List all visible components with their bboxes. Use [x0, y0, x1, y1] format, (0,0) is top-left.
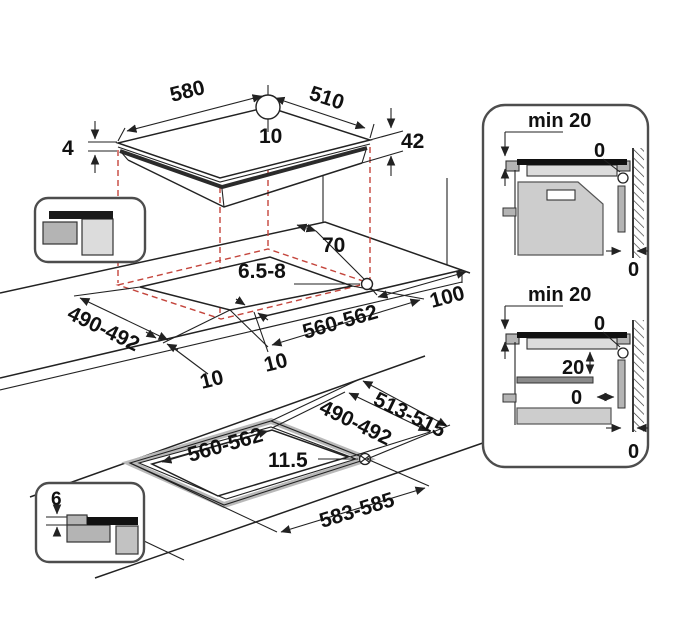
oven-vent-slot [546, 189, 576, 201]
dim-glass-thickness: 4 [62, 137, 74, 160]
dim-hob-height-group: 42 [361, 108, 424, 176]
dim-cutout-depth: 490-492 [64, 302, 143, 356]
dim-glass-thickness-group: 4 [62, 121, 117, 173]
dim-flush-rebate-depth: 6 [51, 489, 62, 510]
label-bottom-gap-top: 0 [628, 259, 639, 281]
dim-side-gap: 10 [198, 366, 226, 394]
dim-hob-width: 580 [168, 76, 208, 107]
icon-worktop-right-block [115, 525, 139, 555]
label-wall-gap-bottom: 0 [594, 313, 605, 335]
dim-hole-diameter: 6.5-8 [238, 260, 286, 283]
dim-cutout-width: 560-562 [300, 300, 380, 343]
hob-glass-edge [119, 146, 368, 190]
hob-rear-hole [255, 94, 281, 120]
side-bracket-left [505, 160, 520, 172]
dim-hole-offset: 10 [259, 125, 282, 148]
hob-body-section-2 [526, 337, 618, 350]
icon-rebate-ledge [66, 514, 88, 526]
side-bracket-left-2 [505, 333, 520, 345]
cabinet-tab-left [502, 207, 517, 217]
dim-hole-diameter-group: 6.5-8 [238, 260, 374, 291]
wall-hatching-2 [634, 320, 644, 432]
dim-rear-clearance: 100 [427, 282, 467, 313]
dim-hole-rear-distance-group: 70 [296, 223, 368, 283]
icon-worktop-right [81, 218, 114, 256]
label-shelf-side-gap: 0 [571, 387, 582, 409]
hob-isometric-view: 580 510 10 4 42 [62, 76, 424, 208]
dim-hole-offset-group: 10 [255, 85, 282, 148]
dim-hole-rear-distance: 70 [322, 234, 345, 257]
shelf [516, 376, 594, 384]
hob-glass-section [517, 159, 627, 165]
dim-hob-height: 42 [401, 130, 424, 153]
clearance-section-shelf: min 20 0 20 0 0 [500, 284, 648, 463]
label-wall-gap-top: 0 [594, 140, 605, 162]
overlay-mount-icon [33, 196, 147, 264]
label-min-clearance-top: min 20 [528, 110, 591, 132]
rear-spacer [617, 185, 626, 233]
icon-flush-glass [87, 517, 138, 525]
worktop-cutout-view: 490-492 560-562 100 70 6.5-8 [0, 130, 471, 394]
fixing-screw [358, 452, 372, 466]
icon-worktop-left [42, 221, 78, 245]
icon-hob-glass [49, 211, 113, 219]
dim-front-gap: 10 [262, 349, 290, 377]
hob-glass-section-2 [517, 332, 627, 338]
dim-recess-width: 583-585 [317, 488, 398, 533]
dim-screw-offset-group: 11.5 [268, 449, 358, 472]
label-min-clearance-bottom: min 20 [528, 284, 591, 306]
hob-glass-top [115, 106, 373, 179]
cabinet-tab-left-2 [502, 393, 517, 403]
label-bottom-gap-bottom: 0 [628, 441, 639, 463]
oven-body [517, 181, 604, 256]
flush-mount-icon: 6 [34, 481, 185, 564]
hob-body [121, 149, 367, 208]
label-shelf-distance: 20 [562, 357, 584, 379]
wall-hatching [634, 148, 644, 258]
rear-spacer-2 [617, 359, 626, 409]
cable-hole [360, 277, 374, 291]
hob-body-section [526, 164, 618, 177]
dim-side-gap-group: 10 [145, 329, 226, 394]
clearance-section-oven: min 20 0 0 [500, 110, 648, 281]
wall-gap-marker-2 [617, 347, 629, 359]
icon-worktop-body [66, 524, 111, 543]
dim-front-gap-group: 10 [234, 296, 290, 377]
installation-clearance-panel: min 20 0 0 min 20 [481, 103, 650, 469]
lower-cabinet [516, 407, 612, 425]
dim-screw-offset: 11.5 [268, 449, 308, 472]
wall-gap-marker [617, 172, 629, 184]
dim-hob-depth: 510 [306, 82, 346, 115]
